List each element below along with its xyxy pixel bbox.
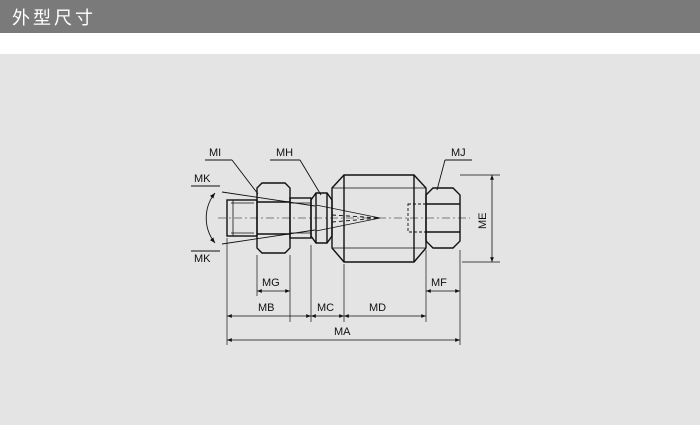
- label-mg: MG: [262, 277, 280, 289]
- left-hex-nut: [256, 182, 291, 254]
- label-md: MD: [369, 302, 386, 314]
- label-mi: MI: [209, 147, 221, 159]
- label-mk-bottom: MK: [194, 253, 211, 265]
- label-me: ME: [477, 213, 489, 230]
- label-mj: MJ: [451, 147, 466, 159]
- mk-angle: [205, 191, 316, 245]
- extension-lines: [226, 174, 500, 345]
- label-mc: MC: [317, 302, 334, 314]
- label-ma: MA: [334, 326, 351, 338]
- section-title: 外型尺寸: [12, 8, 96, 29]
- part-outline: [226, 174, 461, 263]
- dimension-lines: [227, 175, 494, 342]
- drawing-panel: [0, 54, 700, 425]
- label-mk-top: MK: [194, 173, 211, 185]
- right-hex-nut: [425, 187, 461, 249]
- header-bar: 外型尺寸: [0, 0, 700, 33]
- leader-lines: [191, 159, 472, 252]
- label-mf: MF: [431, 277, 447, 289]
- label-mb: MB: [258, 302, 275, 314]
- label-mh: MH: [276, 147, 293, 159]
